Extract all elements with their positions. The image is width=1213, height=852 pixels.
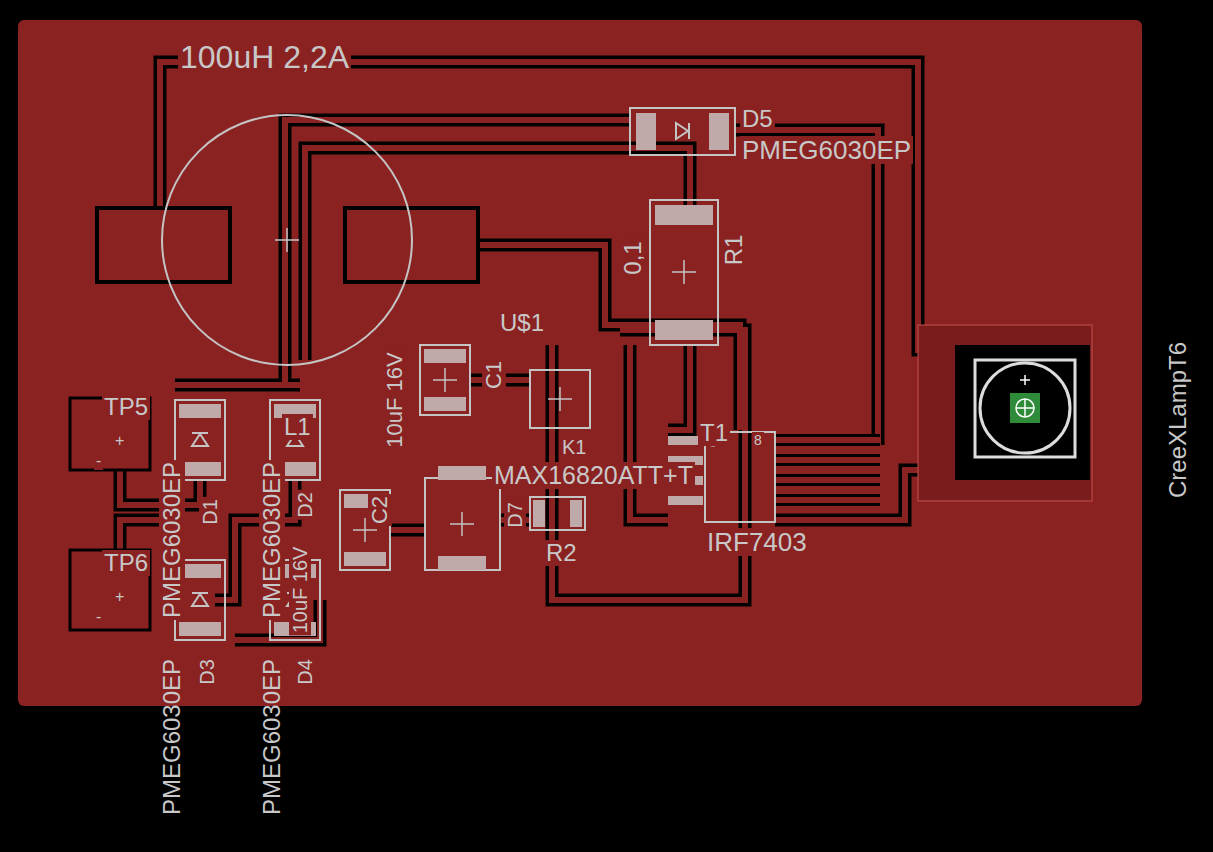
part-name: TP6 xyxy=(102,550,150,576)
part-name: K1 xyxy=(560,436,588,458)
part-name: D3 xyxy=(196,657,218,687)
led-footprint xyxy=(918,325,1092,501)
part-value: 100uH 2,2A xyxy=(178,40,351,74)
pin-polarity: + xyxy=(113,588,126,606)
part-name: C1 xyxy=(482,359,506,391)
pin-polarity: - xyxy=(94,452,103,470)
part-value: IRF7403 xyxy=(705,528,809,556)
part-name: R1 xyxy=(721,233,747,268)
pin-polarity: - xyxy=(94,608,103,626)
part-name: C2 xyxy=(368,494,392,526)
part-value: PMEG6030EP xyxy=(259,657,285,817)
diode-footprint xyxy=(630,108,735,155)
part-name: T1 xyxy=(698,420,730,446)
pin-number: 8 xyxy=(752,432,764,448)
diode-footprint xyxy=(175,400,320,640)
part-value: 10uF 16V xyxy=(289,545,311,636)
part-value: PMEG6030EP xyxy=(159,460,185,620)
test-point-pad xyxy=(70,398,150,630)
board-copper xyxy=(18,20,1142,706)
part-value: MAX16820ATT+T xyxy=(492,462,695,489)
part-value: 0,1 xyxy=(620,239,646,276)
part-name: L1 xyxy=(282,414,313,440)
trace-isolation xyxy=(120,62,975,640)
part-name: D5 xyxy=(740,106,775,132)
part-name: R2 xyxy=(544,540,579,566)
part-name: D1 xyxy=(199,497,221,527)
part-name: U$1 xyxy=(498,310,546,336)
part-value: PMEG6030EP xyxy=(159,657,185,817)
resistor-footprint xyxy=(650,200,718,345)
part-name: D7 xyxy=(504,500,526,530)
copper-trace xyxy=(120,62,975,640)
part-name: CreeXLampT6 xyxy=(1165,340,1191,500)
smd-footprints xyxy=(340,345,590,570)
pin-polarity: + xyxy=(113,432,126,450)
part-name: D2 xyxy=(294,490,316,520)
part-name: TP5 xyxy=(102,394,150,420)
part-value: 10uF 16V xyxy=(383,350,407,449)
part-name: D4 xyxy=(294,657,316,687)
inductor-footprint xyxy=(97,115,478,365)
part-value: PMEG6030EP xyxy=(740,136,913,164)
part-value: PMEG6030EP xyxy=(259,460,285,620)
